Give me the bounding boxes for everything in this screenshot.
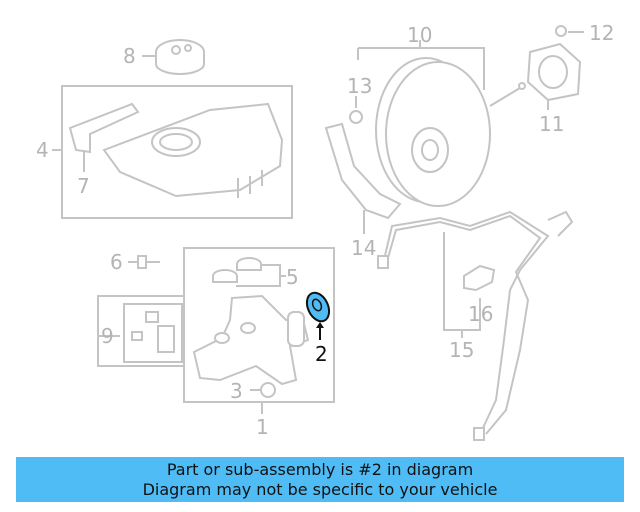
bracket-10 (358, 47, 485, 90)
callout-14[interactable]: 14 (351, 236, 376, 260)
master-cylinder[interactable] (192, 294, 310, 386)
reservoir-seal-7[interactable] (68, 102, 140, 154)
callout-3[interactable]: 3 (230, 379, 243, 403)
callout-8[interactable]: 8 (123, 44, 136, 68)
reservoir-grommet-5[interactable] (212, 257, 262, 283)
nut-12[interactable] (555, 25, 567, 37)
group-box-9-inner (123, 303, 183, 363)
group-box-4 (61, 85, 293, 219)
sensor-9[interactable] (131, 311, 175, 353)
banner-line-2: Diagram may not be specific to your vehi… (142, 480, 498, 499)
callout-6[interactable]: 6 (110, 250, 123, 274)
callout-13[interactable]: 13 (347, 74, 372, 98)
reservoir-cap[interactable] (155, 39, 205, 75)
info-banner: Part or sub-assembly is #2 in diagram Di… (16, 457, 624, 502)
nut-13[interactable] (349, 110, 363, 124)
callout-5[interactable]: 5 (286, 265, 299, 289)
brake-booster[interactable] (375, 57, 526, 207)
gasket-11[interactable] (526, 42, 582, 102)
brake-fluid-reservoir[interactable] (102, 102, 284, 198)
heat-shield-14[interactable] (324, 122, 402, 220)
group-box-9 (97, 295, 184, 367)
callout-7[interactable]: 7 (77, 174, 90, 198)
group-box-1 (183, 247, 335, 403)
brake-lines[interactable] (377, 210, 574, 441)
callout-4[interactable]: 4 (36, 138, 49, 162)
callout-1[interactable]: 1 (256, 415, 269, 439)
callout-11[interactable]: 11 (539, 112, 564, 136)
callout-10[interactable]: 10 (407, 23, 432, 47)
plug-3[interactable] (260, 382, 276, 398)
seal-2-highlighted[interactable] (303, 289, 334, 325)
callout-16[interactable]: 16 (468, 302, 493, 326)
callout-2[interactable]: 2 (315, 342, 328, 366)
callout-12[interactable]: 12 (589, 21, 614, 45)
banner-line-1: Part or sub-assembly is #2 in diagram (166, 460, 474, 479)
callout-9[interactable]: 9 (101, 324, 114, 348)
callout-15[interactable]: 15 (449, 338, 474, 362)
bolt-6[interactable] (137, 255, 160, 269)
bracket-16[interactable] (463, 264, 496, 292)
